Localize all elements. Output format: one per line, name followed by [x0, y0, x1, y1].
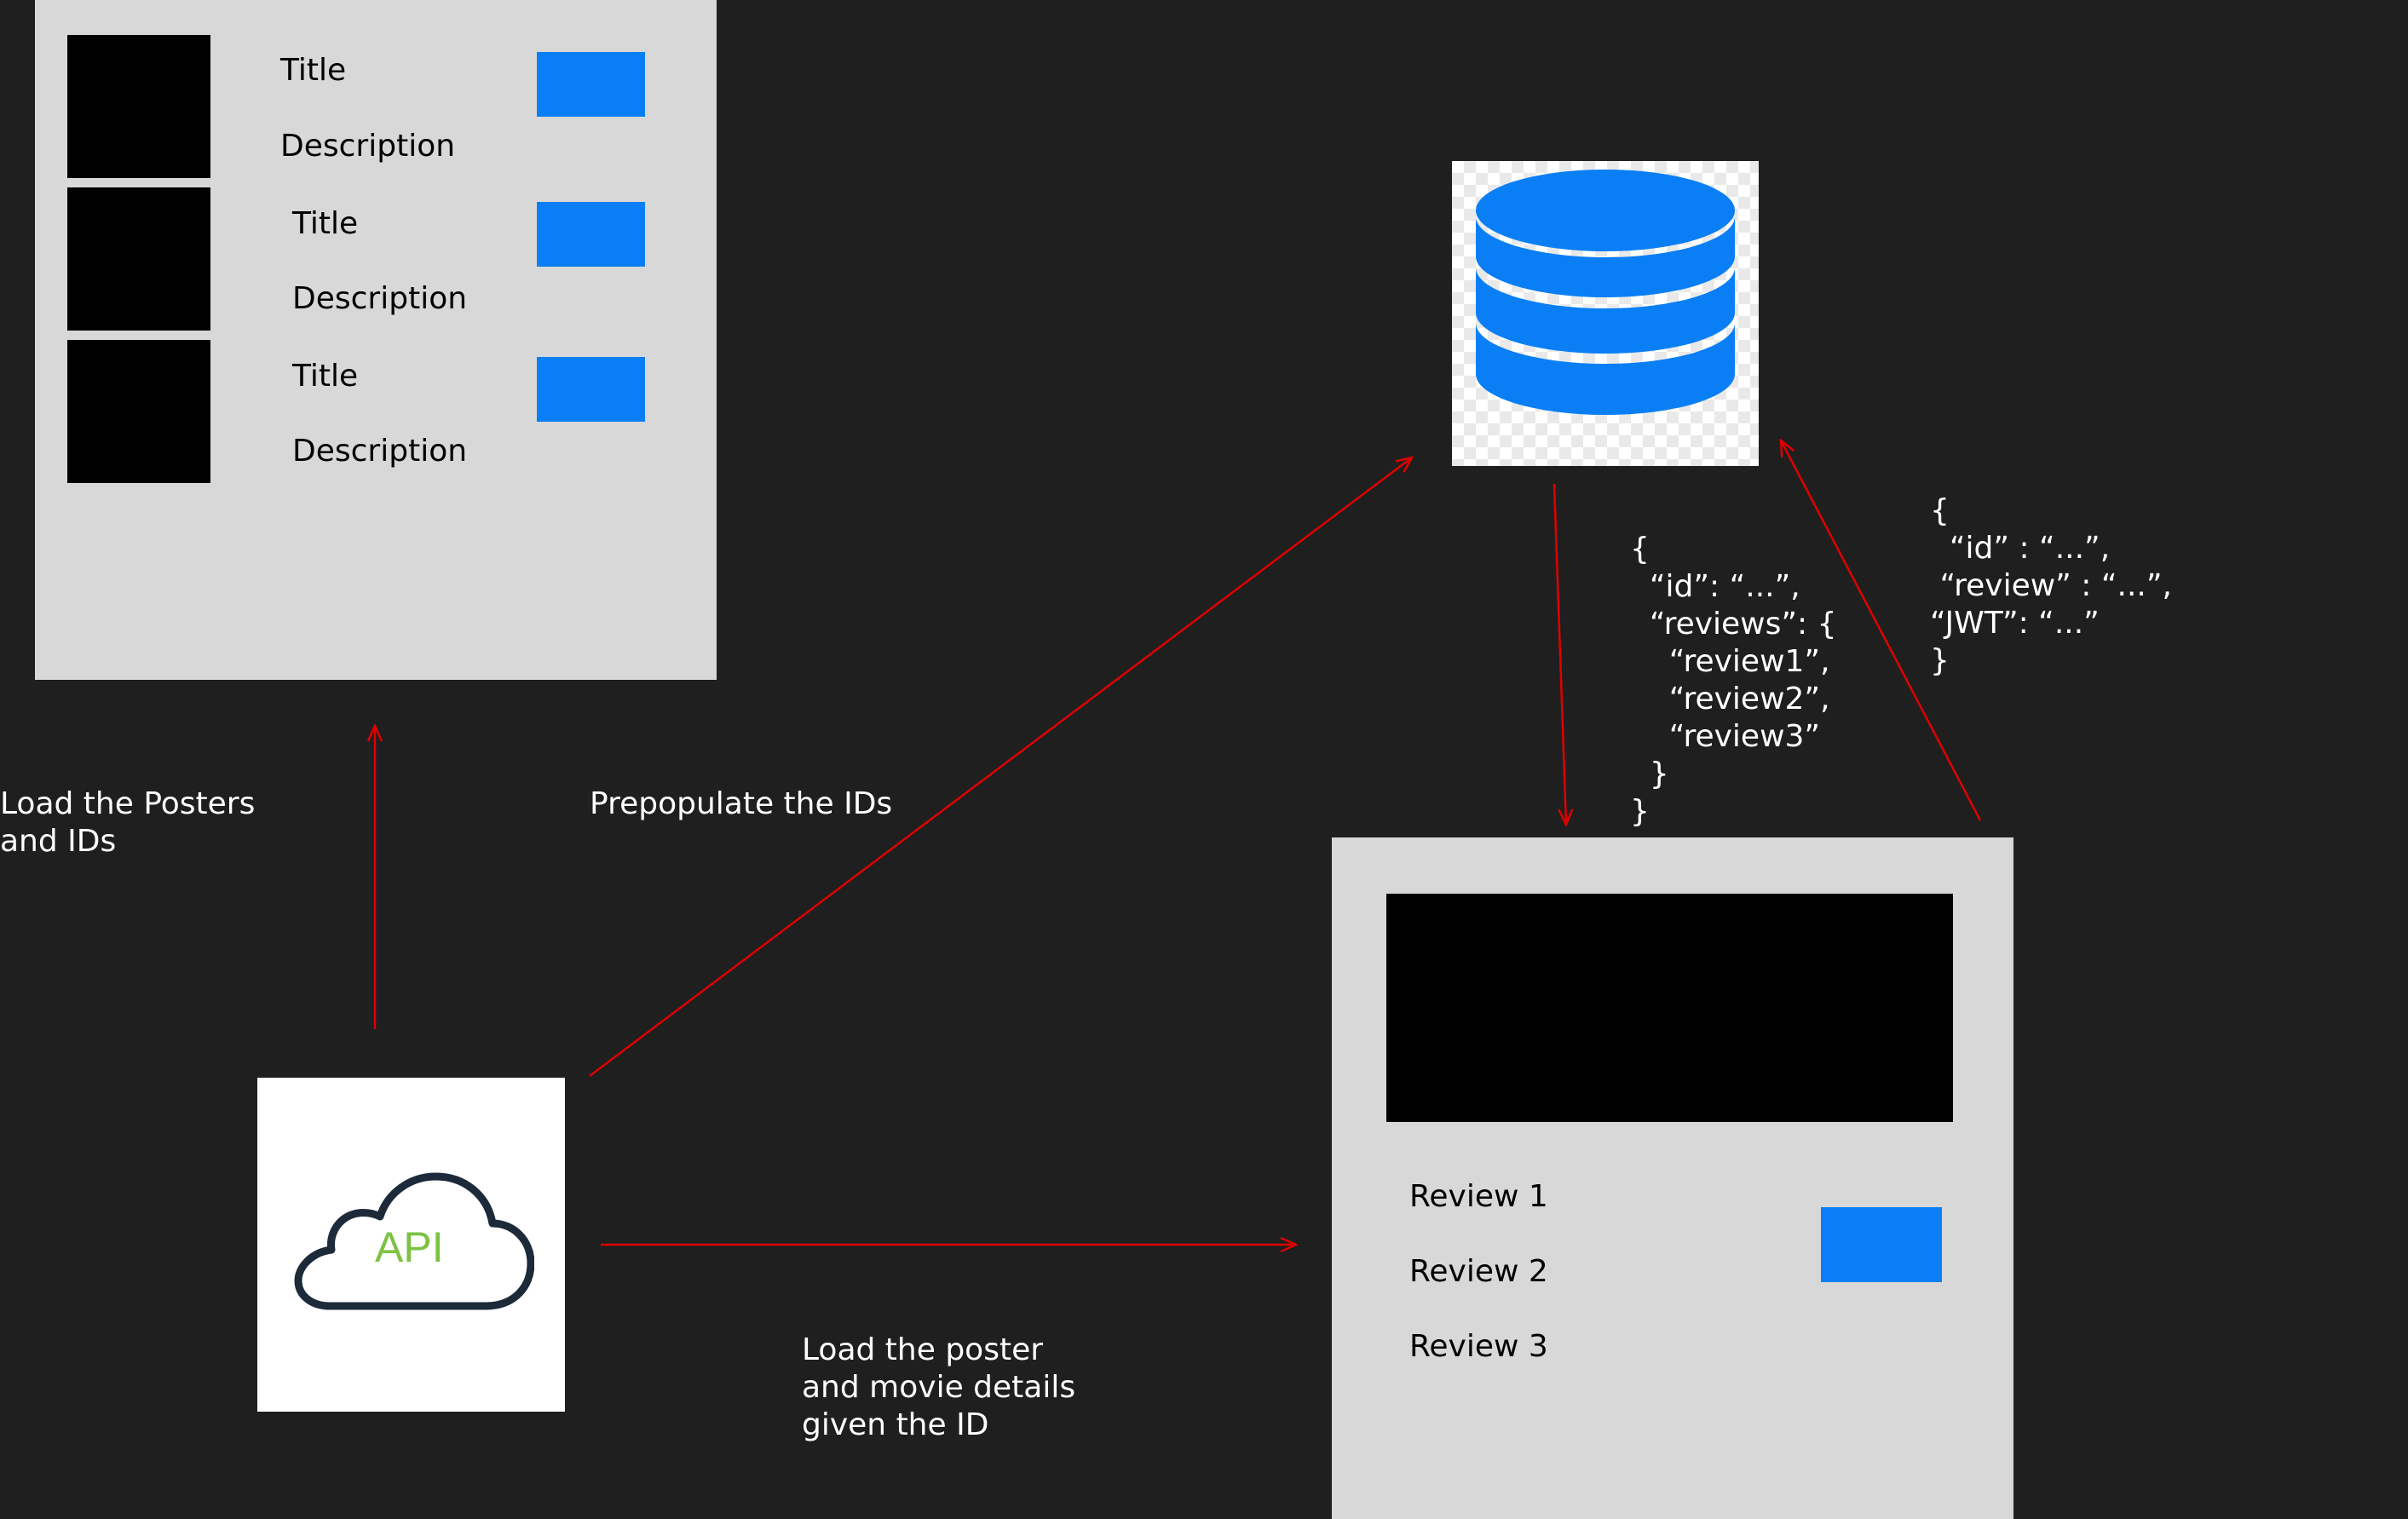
load-posters-label: Load the Posters and IDs — [0, 786, 256, 859]
item-title: Title — [280, 53, 347, 88]
item-action-button[interactable] — [537, 52, 645, 117]
item-action-button[interactable] — [537, 202, 645, 267]
api-label: API — [375, 1223, 444, 1271]
arrow-database-to-detail — [1553, 483, 1566, 825]
api-node: API — [257, 1078, 565, 1412]
poster-thumbnail[interactable] — [67, 35, 210, 178]
item-description: Description — [292, 281, 468, 316]
item-title: Title — [292, 206, 359, 241]
detail-to-db-payload: { “id” : “...”, “review” : “...”, “JWT”:… — [1930, 493, 2172, 678]
item-action-button[interactable] — [537, 357, 645, 422]
database-node — [1452, 161, 1759, 466]
review-item: Review 2 — [1409, 1254, 1548, 1289]
prepopulate-label: Prepopulate the IDs — [590, 786, 893, 821]
item-description: Description — [280, 129, 456, 164]
movie-list-screen: Title Description Title Description Titl… — [35, 0, 717, 680]
review-item: Review 1 — [1409, 1179, 1548, 1214]
movie-detail-screen: Review 1 Review 2 Review 3 — [1332, 837, 2013, 1519]
load-details-label: Load the poster and movie details given … — [802, 1332, 1076, 1442]
detail-poster — [1386, 894, 1953, 1122]
database-icon — [1476, 170, 1735, 415]
add-review-button[interactable] — [1821, 1207, 1942, 1282]
item-title: Title — [292, 359, 359, 394]
item-description: Description — [292, 434, 468, 469]
poster-thumbnail[interactable] — [67, 340, 210, 483]
poster-thumbnail[interactable] — [67, 187, 210, 331]
review-item: Review 3 — [1409, 1329, 1548, 1364]
db-to-detail-payload: { “id”: “...”, “reviews”: { “review1”, “… — [1630, 532, 1837, 829]
cloud-icon — [294, 1172, 534, 1310]
